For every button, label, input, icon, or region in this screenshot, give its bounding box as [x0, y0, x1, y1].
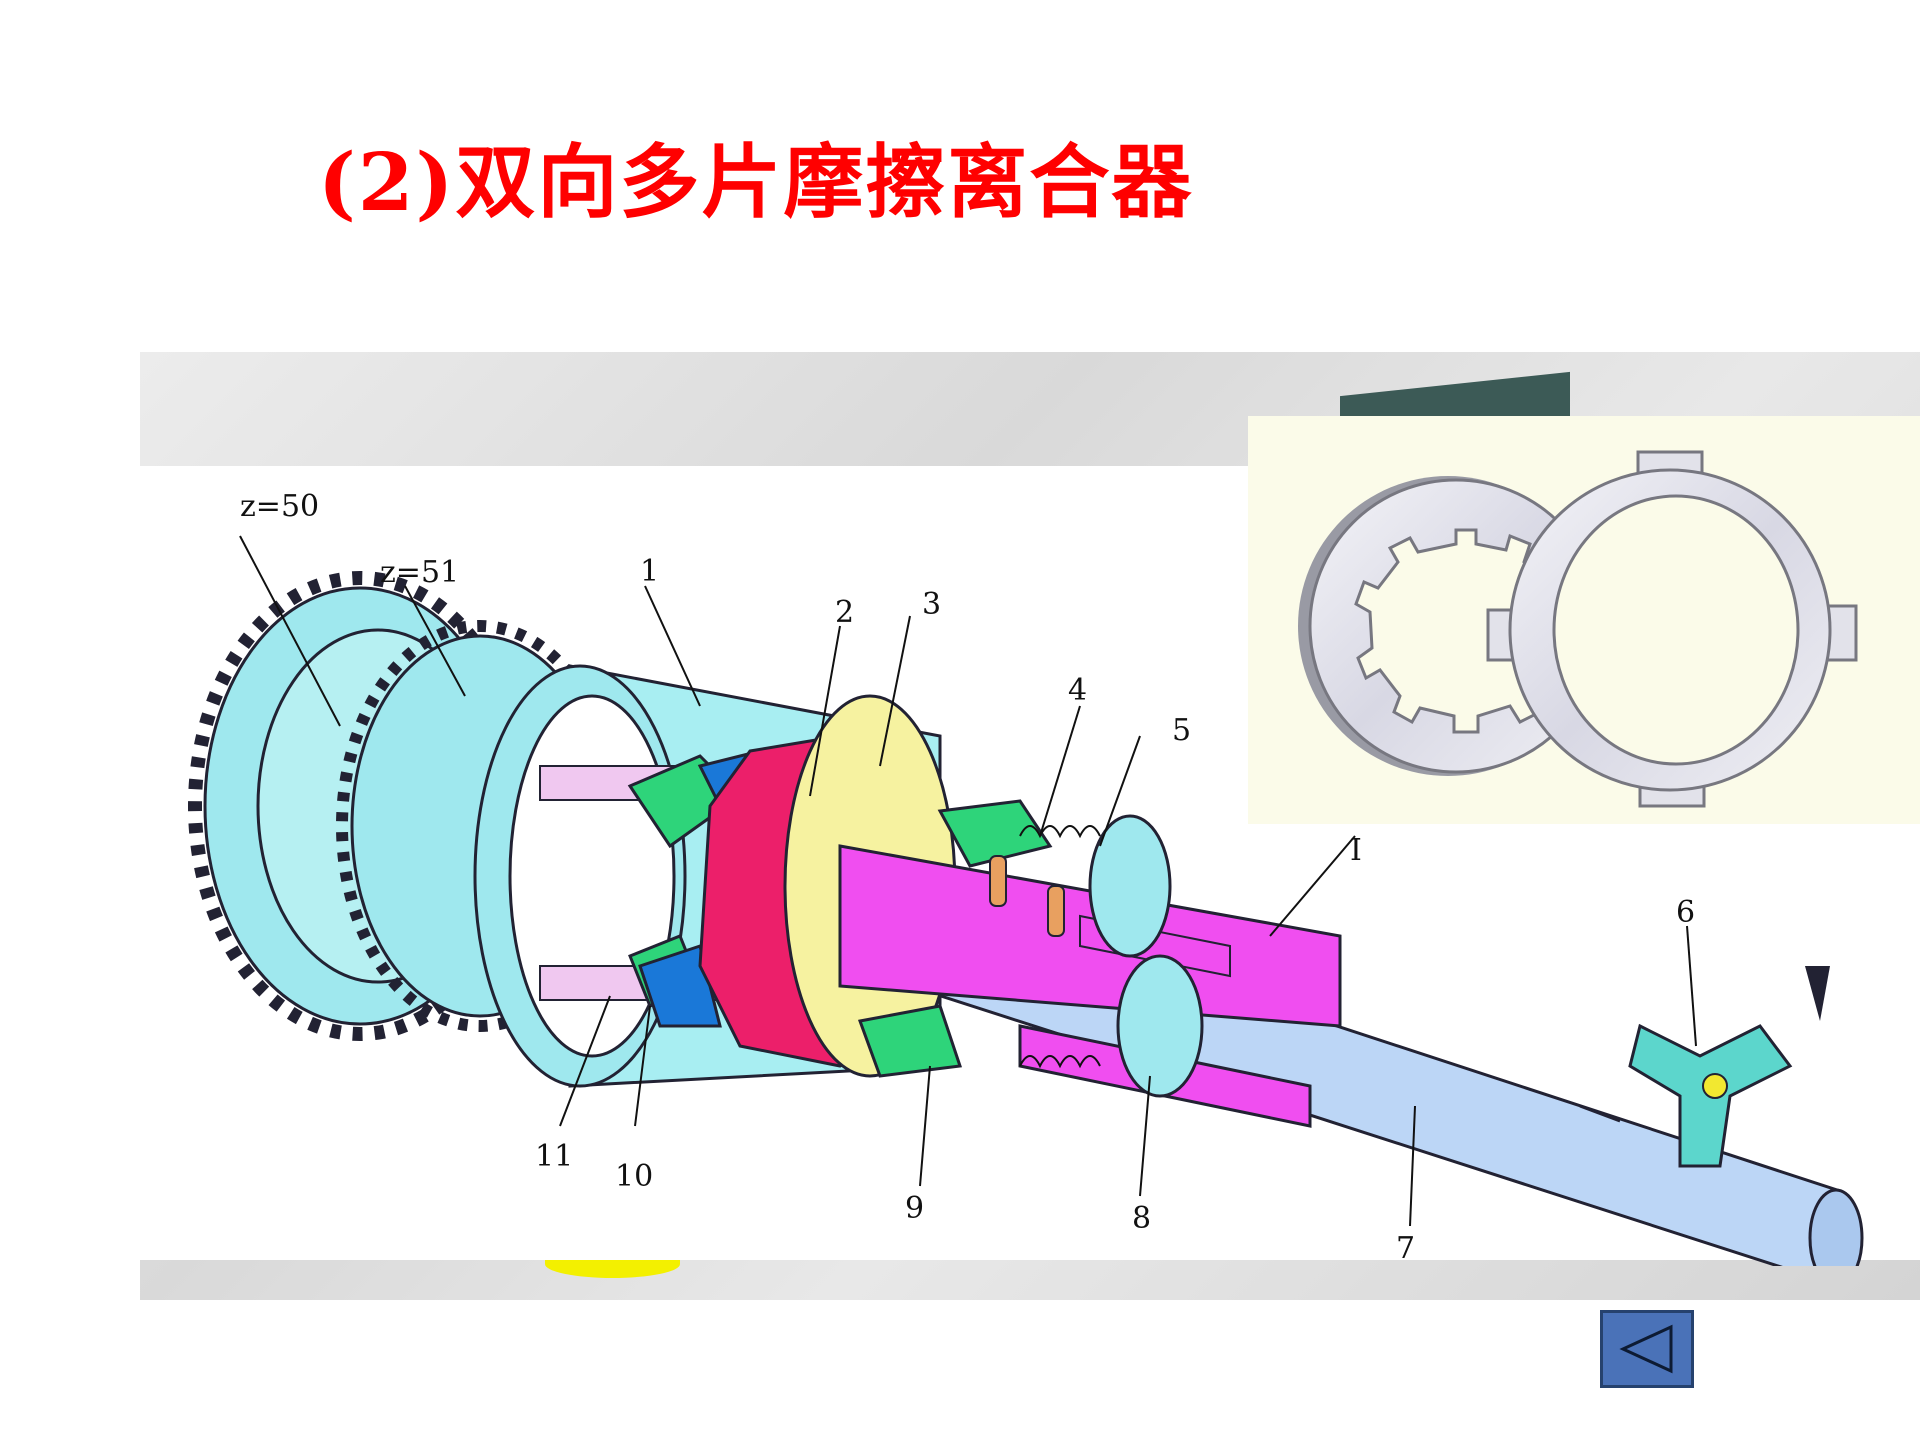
friction-plates-inset [1248, 416, 1920, 824]
friction-plates-drawing [1298, 450, 1858, 808]
label-11: 11 [535, 1139, 573, 1174]
label-7: 7 [1396, 1231, 1415, 1266]
label-2: 2 [835, 595, 854, 630]
label-shaft-I: I [1350, 833, 1362, 868]
outer-lug-plate [1486, 450, 1858, 808]
label-10: 10 [615, 1159, 653, 1194]
back-button[interactable] [1600, 1310, 1694, 1388]
spring-coil [1019, 814, 1204, 1098]
shift-lever [1628, 966, 1830, 1168]
label-z50: z=50 [240, 489, 319, 524]
label-6: 6 [1676, 895, 1695, 930]
label-3: 3 [922, 587, 941, 622]
label-8: 8 [1132, 1201, 1151, 1236]
label-9: 9 [905, 1191, 924, 1226]
label-z51: z=51 [380, 555, 459, 590]
label-4: 4 [1068, 673, 1087, 708]
slide-title: (2)双向多片摩擦离合器 [318, 135, 1194, 229]
clutch-cutaway-diagram: z=50 z=51 1 2 3 4 5 I 6 7 8 9 10 11 [140, 466, 1920, 1266]
label-5: 5 [1172, 713, 1191, 748]
adjusting-nut [857, 799, 1053, 1078]
leader-lines [239, 535, 1697, 1227]
label-1: 1 [640, 554, 659, 589]
left-triangle-icon [1619, 1324, 1673, 1374]
pins [989, 855, 1065, 937]
